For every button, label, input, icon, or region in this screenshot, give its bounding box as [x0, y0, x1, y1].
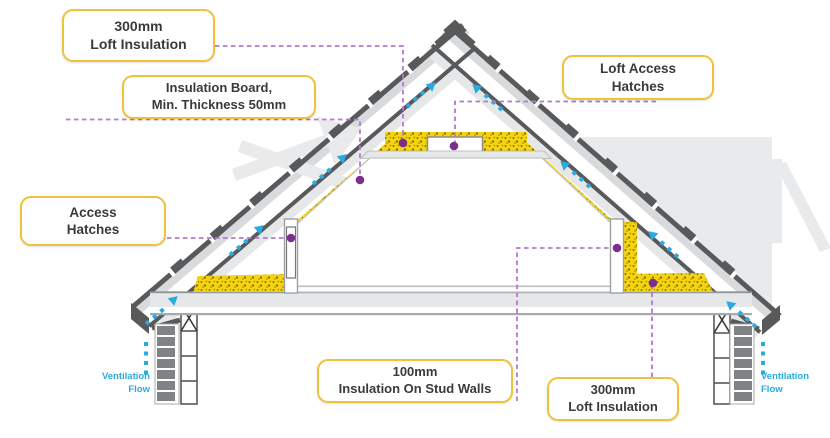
right-floor-insulation: [620, 273, 713, 292]
loft-room: [283, 157, 625, 294]
callout-text: 300mm: [114, 17, 163, 34]
ventilation-flow-label-right: Ventilation Flow: [761, 371, 810, 395]
callout-loft-insulation-bottom: 300mm Loft Insulation: [547, 377, 679, 421]
callout-loft-insulation-top: 300mm Loft Insulation: [62, 9, 215, 62]
callout-point-markers: [286, 138, 658, 288]
right-stud-wall: [609, 218, 625, 294]
callout-text: Loft Access: [599, 61, 677, 77]
callout-text: Hatches: [66, 222, 120, 237]
callout-text: Access: [69, 204, 117, 220]
ridge-cap: [434, 19, 476, 48]
callout-loft-access-hatches: Loft Access Hatches: [562, 55, 714, 100]
callout-access-hatches: Access Hatches: [20, 196, 166, 246]
callout-text: Insulation On Stud Walls: [338, 381, 492, 396]
callout-insulation-board: Insulation Board, Min. Thickness 50mm: [122, 75, 316, 119]
collar-board: [360, 150, 552, 159]
callout-text: Insulation Board,: [165, 80, 273, 96]
ventilation-arrowheads: [167, 82, 737, 311]
loft-floor-band: [150, 291, 752, 316]
right-wall-assembly: [713, 306, 755, 405]
callout-text: Hatches: [611, 78, 665, 94]
left-floor-insulation: [193, 274, 290, 292]
callout-text: Min. Thickness 50mm: [151, 97, 287, 112]
callout-text: Loft Insulation: [568, 399, 658, 414]
callout-text: Loft Insulation: [90, 35, 187, 52]
ventilation-flow-label-left: Ventilation Flow: [101, 371, 150, 395]
callout-text: 100mm: [392, 364, 438, 380]
roof-left-tiles: [131, 23, 478, 328]
stud-wall-insulation-board: [622, 222, 637, 276]
callout-connectors: [66, 45, 656, 401]
callout-text: 300mm: [590, 382, 636, 398]
callout-stud-wall-insulation: 100mm Insulation On Stud Walls: [317, 359, 513, 403]
right-brick-pier: [734, 326, 752, 401]
wall-access-hatch: [285, 226, 297, 279]
roof-right-tiles: [430, 24, 782, 334]
left-wall-assembly: [154, 304, 198, 405]
left-brick-pier: [157, 326, 175, 401]
